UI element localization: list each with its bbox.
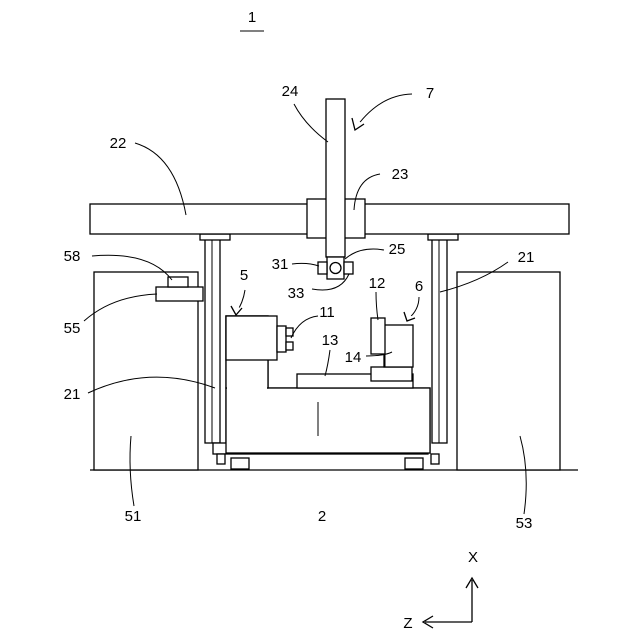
machine-base-body	[226, 388, 430, 453]
column-left-cap	[200, 234, 230, 240]
side-unit-51	[94, 272, 198, 470]
arrow-5-head	[231, 306, 242, 315]
label-14: 14	[345, 349, 362, 366]
label-21-right: 21	[518, 249, 535, 266]
axis-x-label: X	[468, 549, 478, 566]
label-33: 33	[288, 285, 305, 302]
gripper-31	[318, 262, 327, 274]
label-12: 12	[369, 275, 386, 292]
leader-11	[291, 316, 318, 338]
spindle-11	[277, 326, 286, 352]
label-25: 25	[389, 241, 406, 258]
foot-pad-left-outer	[217, 454, 225, 464]
foot-pad-left	[231, 458, 249, 469]
tool-12	[371, 318, 385, 354]
leader-24	[294, 104, 328, 142]
unit-6-body	[384, 325, 413, 367]
leader-25	[345, 249, 384, 259]
label-31: 31	[272, 256, 289, 273]
label-7: 7	[426, 85, 434, 102]
stocker-55	[156, 287, 203, 301]
label-2: 2	[318, 508, 326, 525]
headstock-5	[226, 316, 277, 360]
leader-31	[292, 263, 319, 266]
side-unit-53	[457, 272, 560, 470]
column-right-cap	[428, 234, 458, 240]
leader-13	[325, 350, 330, 376]
label-23: 23	[392, 166, 409, 183]
foot-pad-right-outer	[431, 454, 439, 464]
label-51: 51	[125, 508, 142, 525]
label-11: 11	[319, 304, 335, 321]
slide-14	[371, 367, 412, 381]
figure-number: 1	[248, 9, 256, 26]
axis-z-label: Z	[403, 615, 412, 632]
label-6: 6	[415, 278, 423, 295]
label-22: 22	[110, 135, 127, 152]
label-53: 53	[516, 515, 533, 532]
label-55: 55	[64, 320, 81, 337]
label-5: 5	[240, 267, 248, 284]
label-13: 13	[322, 332, 339, 349]
ram-24	[326, 99, 345, 257]
leader-12	[376, 292, 378, 320]
arrow-7-line	[357, 94, 412, 126]
hand-25-joint	[330, 263, 341, 274]
gripper-33	[344, 262, 353, 274]
chuck-lower	[286, 342, 293, 350]
label-21-left: 21	[64, 386, 81, 403]
label-24: 24	[282, 83, 299, 100]
foot-pad-right	[405, 458, 423, 469]
label-58: 58	[64, 248, 81, 265]
chuck-upper	[286, 328, 293, 336]
